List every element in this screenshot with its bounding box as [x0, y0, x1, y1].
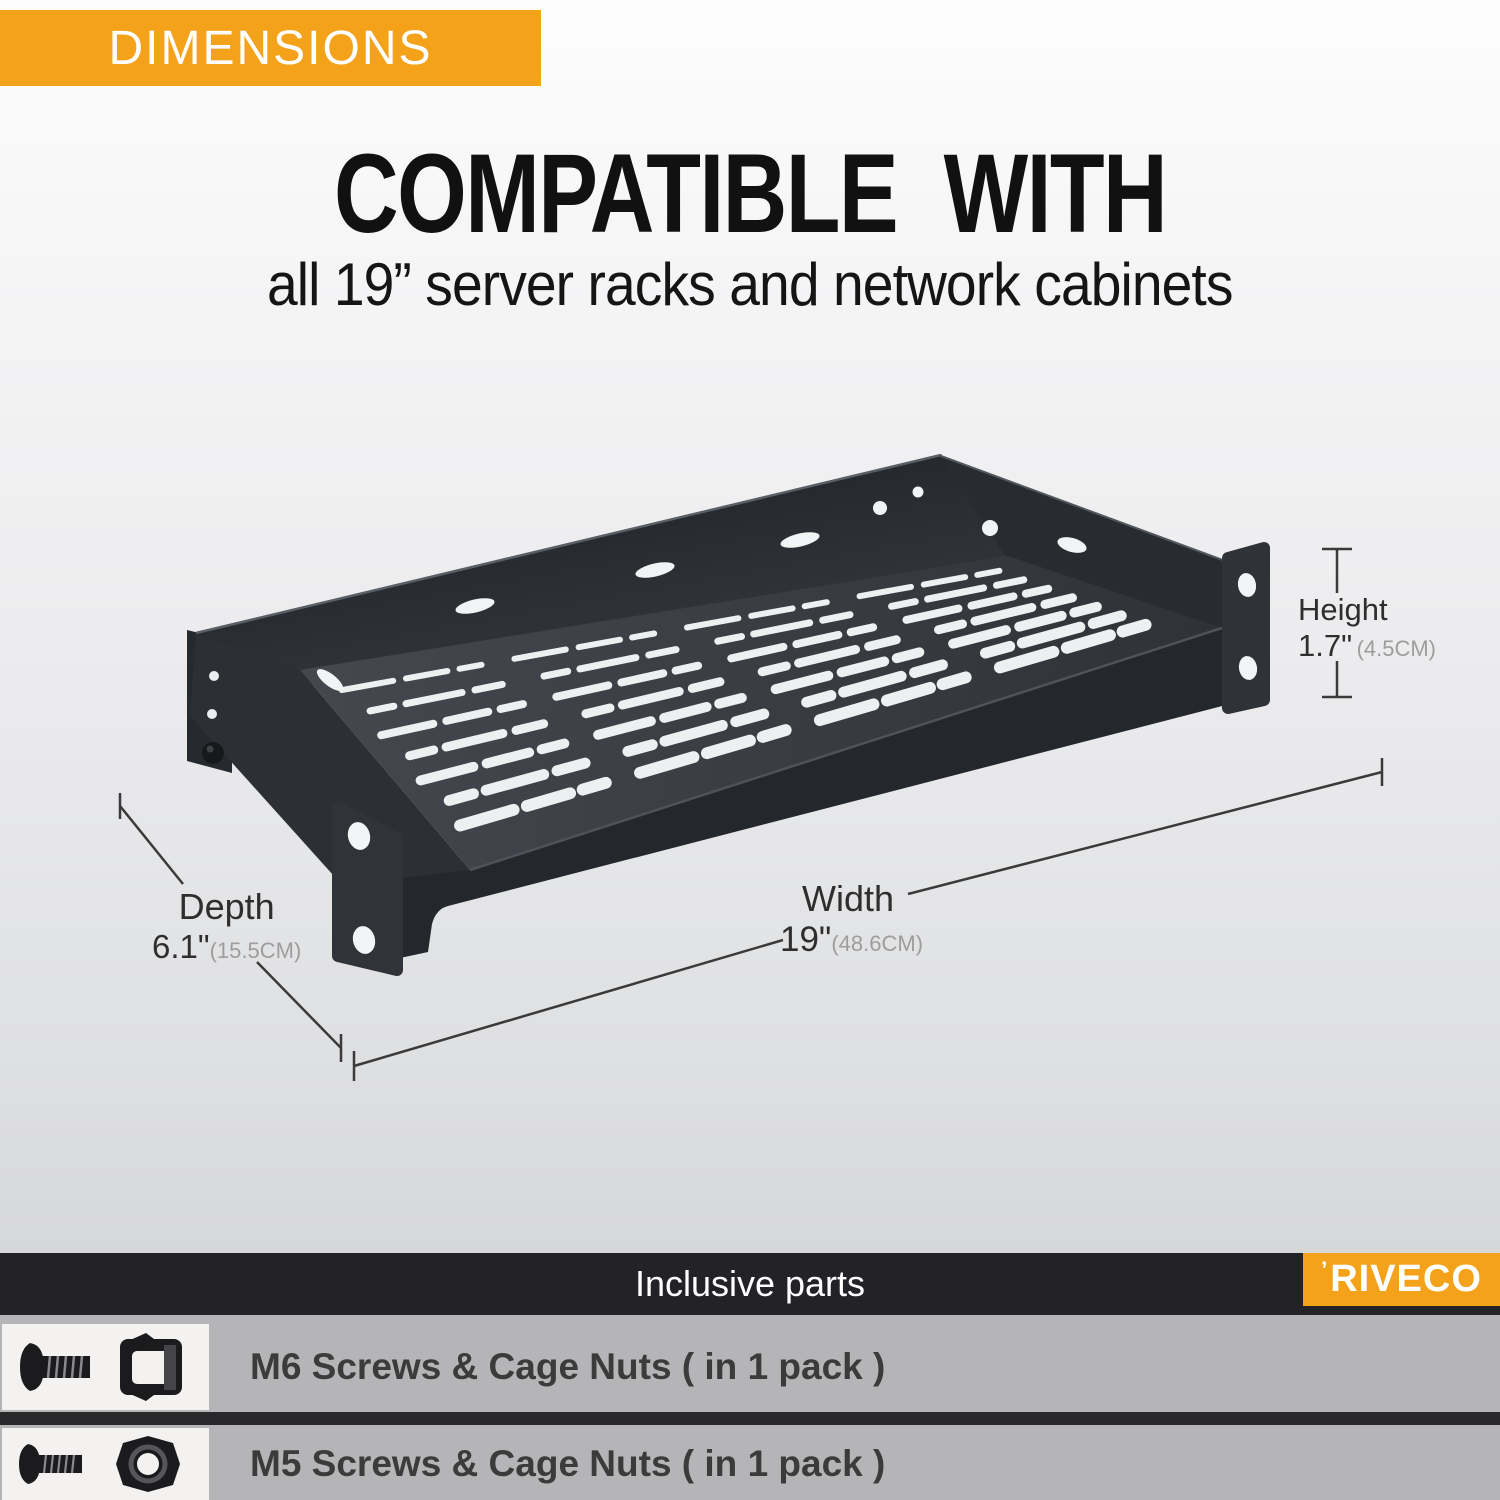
page-subtitle: all 19” server racks and network cabinet… [267, 251, 1233, 318]
inclusive-parts-title: Inclusive parts [634, 1263, 866, 1304]
m6-parts-label: M6 Screws & Cage Nuts ( in 1 pack ) [250, 1346, 886, 1387]
brand-logo-text: RIVECO [1330, 1258, 1482, 1300]
dimension-lines [118, 547, 1384, 1081]
depth-value: 6.1" [152, 928, 210, 965]
brand-logo-mark: ’ [1321, 1257, 1329, 1282]
hex-nut-icon [116, 1436, 180, 1492]
vent-slots [338, 567, 1152, 832]
width-metric: (48.6CM) [831, 931, 924, 956]
dimensions-banner: DIMENSIONS [0, 10, 541, 86]
width-value: 19" [780, 920, 832, 959]
right-rack-ear [1222, 542, 1270, 714]
shelf-front-panel [400, 628, 1230, 958]
m5-parts-image [2, 1428, 209, 1500]
screw-icon [20, 1343, 90, 1391]
screw-icon [19, 1444, 82, 1484]
brand-logo: ’ RIVECO [1303, 1253, 1500, 1306]
left-rack-ear [332, 802, 403, 976]
row-divider [0, 1412, 1500, 1425]
m5-parts-label: M5 Screws & Cage Nuts ( in 1 pack ) [250, 1443, 886, 1484]
depth-annotation: Depth 6.1"(15.5CM) [152, 886, 301, 966]
m6-parts-image [2, 1324, 209, 1410]
depth-label: Depth [178, 886, 275, 927]
parts-list: M6 Screws & Cage Nuts ( in 1 pack ) [0, 1315, 1500, 1500]
page-title: COMPATIBLE WITH [333, 131, 1168, 256]
depth-metric: (15.5CM) [209, 938, 302, 963]
wall-mounting-holes [316, 486, 1087, 691]
dimensions-banner-label: DIMENSIONS [108, 21, 433, 75]
height-value: 1.7" [1298, 628, 1353, 663]
width-label: Width [802, 878, 895, 919]
height-label: Height [1298, 592, 1388, 627]
height-metric: (4.5CM) [1356, 636, 1437, 661]
shelf-back-wall [196, 454, 1008, 698]
right-wall-edge-highlight [940, 455, 1229, 563]
rear-post-details [202, 671, 224, 764]
back-wall-edge-highlight [195, 453, 942, 635]
front-panel-edge-highlight [469, 626, 1223, 872]
height-annotation: Height 1.7" (4.5CM) [1298, 592, 1436, 664]
width-annotation: Width 19"(48.6CM) [780, 878, 923, 960]
cage-nut-icon [120, 1333, 182, 1401]
inclusive-parts-bar: Inclusive parts [0, 1253, 1500, 1315]
